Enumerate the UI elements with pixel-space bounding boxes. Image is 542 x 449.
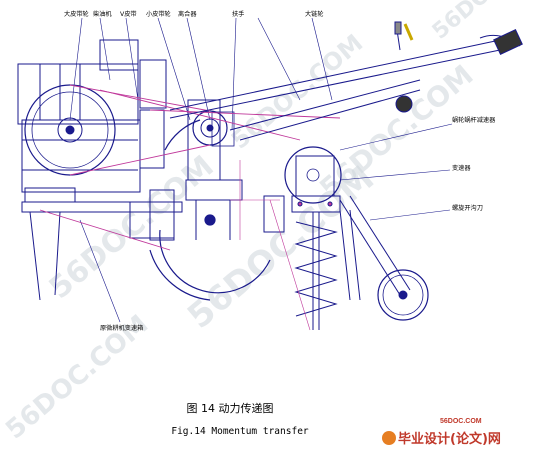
site-logo: 毕业设计(论文)网 bbox=[382, 428, 501, 447]
logo-mark-icon bbox=[382, 430, 396, 445]
watermark-text-3: 56DOC.COM bbox=[313, 58, 479, 205]
label-big-sprocket: 大链轮 bbox=[305, 10, 324, 18]
label-handle: 扶手 bbox=[232, 10, 244, 18]
label-small-belt-wheel: 小皮带轮 bbox=[146, 10, 171, 18]
spiral-blade-shape bbox=[263, 195, 361, 330]
tiller-blades bbox=[149, 119, 271, 301]
label-tiller-gearbox: 原微耕机变速箱 bbox=[100, 324, 143, 332]
label-spiral-blade: 螺旋开沟刀 bbox=[452, 204, 483, 212]
figure-caption-cn: 图 14 动力传递图 bbox=[186, 402, 274, 415]
watermark-text-4: 56DOC.COM bbox=[428, 0, 542, 45]
figure-caption-en: Fig.14 Momentum transfer bbox=[171, 426, 309, 437]
depth-wheel bbox=[339, 195, 429, 321]
label-gearbox: 变速器 bbox=[452, 164, 471, 172]
component-labels: 大皮带轮 柴油机 V皮带 小皮带轮 离合器 扶手 大链轮 蜗轮蜗杆减速器 变速器… bbox=[64, 10, 496, 332]
diesel-engine-shape bbox=[17, 39, 167, 203]
label-v-belt: V皮带 bbox=[120, 10, 137, 18]
label-clutch: 离合器 bbox=[178, 10, 197, 18]
reference-lines bbox=[230, 160, 311, 331]
site-logo-text: 毕业设计(论文)网 bbox=[398, 432, 501, 447]
leader-lines bbox=[69, 17, 453, 323]
label-diesel-engine: 柴油机 bbox=[93, 10, 112, 18]
label-worm-gear-reducer: 蜗轮蜗杆减速器 bbox=[452, 116, 496, 124]
frame bbox=[21, 99, 243, 301]
site-logo-small: 56DOC.COM bbox=[440, 418, 482, 425]
handle-shape bbox=[169, 21, 523, 141]
big-belt-wheel-shape bbox=[24, 84, 116, 176]
small-belt-wheel-shape bbox=[192, 110, 235, 147]
worm-gear-reducer-shape bbox=[284, 146, 342, 213]
label-big-belt-wheel: 大皮带轮 bbox=[64, 10, 89, 18]
watermark-text-1: 56DOC.COM bbox=[43, 149, 221, 306]
